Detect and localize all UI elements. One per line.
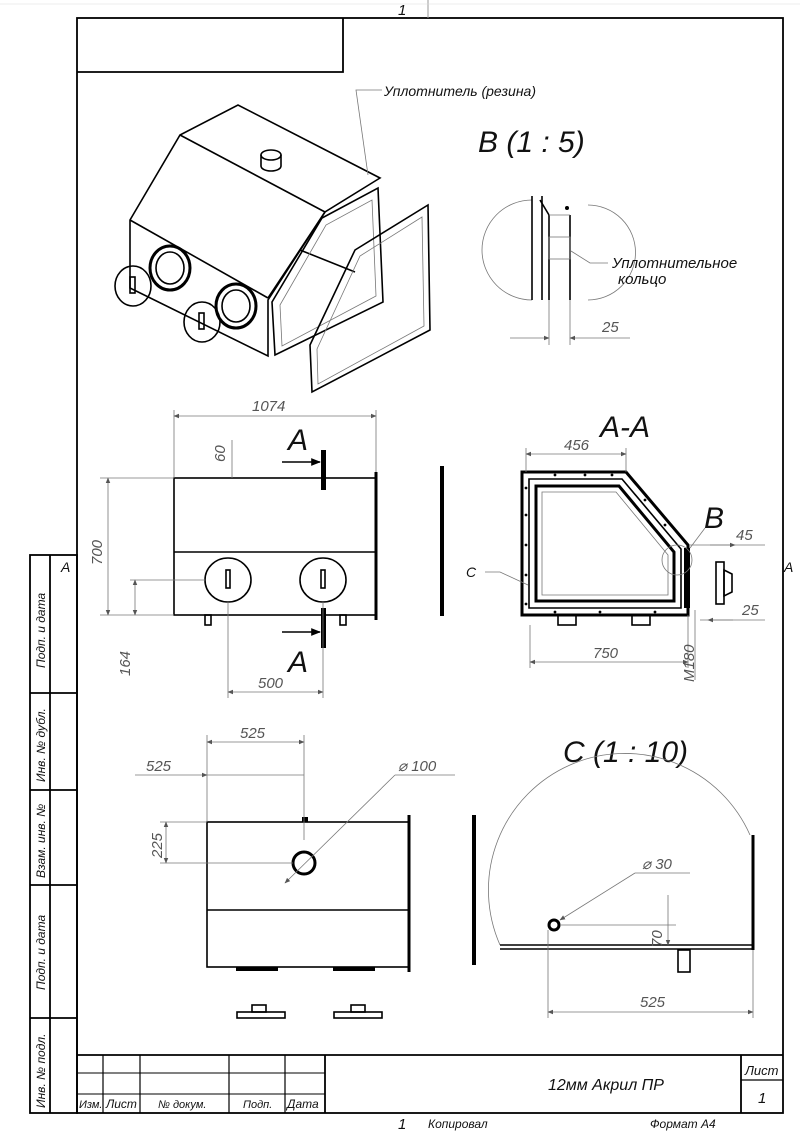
front-dim-700: 700	[89, 539, 106, 565]
section-dim-m180: М180	[681, 644, 698, 682]
tb-title: 12мм Акрил ПР	[548, 1077, 664, 1094]
detail-c-dim-70: 70	[649, 930, 666, 947]
stamp-field-2: Инв. № дубл.	[34, 708, 48, 782]
front-dim-60: 60	[212, 445, 229, 462]
ring-note-line1: Уплотнительное	[611, 255, 737, 272]
tb-sheet-value: 1	[758, 1090, 766, 1107]
front-dim-164: 164	[117, 651, 134, 676]
tb-header-doc: № докум.	[158, 1099, 206, 1111]
top-view: 525 525 225 ⌀ 100	[135, 725, 455, 1019]
seal-note: Уплотнитель (резина)	[383, 83, 536, 99]
sheet-number-top: 1	[398, 2, 406, 19]
section-dim-456: 456	[564, 437, 590, 454]
tb-header-izm: Изм.	[79, 1099, 102, 1111]
front-dim-1074: 1074	[252, 398, 285, 415]
stamp-field-3: Взам. инв. №	[34, 804, 48, 878]
top-dim-525-a: 525	[240, 725, 266, 742]
side-stamp: Подп. и дата Инв. № дубл. Взам. инв. № П…	[29, 554, 78, 1114]
copied-label: Копировал	[428, 1117, 488, 1131]
front-dim-500: 500	[258, 675, 284, 692]
top-dim-225: 225	[149, 832, 166, 859]
detail-b-dim-25: 25	[601, 319, 619, 336]
tb-header-list: Лист	[105, 1097, 137, 1111]
title-block: Изм. Лист № докум. Подп. Дата 12мм Акрил…	[77, 1054, 783, 1132]
tb-header-sign: Подп.	[243, 1099, 272, 1111]
detail-c-dim-525: 525	[640, 994, 666, 1011]
format-label: Формат А4	[650, 1117, 716, 1131]
detail-ref-b: В	[704, 502, 724, 535]
stamp-field-4: Подп. и дата	[34, 915, 48, 990]
stamp-field-1: Подп. и дата	[34, 593, 48, 668]
section-dim-45: 45	[736, 527, 753, 544]
side-plate-1	[440, 466, 444, 616]
section-dim-750: 750	[593, 645, 619, 662]
detail-ref-c: С	[466, 564, 477, 580]
detail-b-title: В (1 : 5)	[478, 126, 585, 159]
detail-b: В (1 : 5) Уплотнительное кольцо 25	[478, 126, 737, 345]
cut-label-bottom: А	[286, 646, 308, 679]
detail-c-dim-dia-30: ⌀ 30	[642, 856, 673, 873]
section-dim-25: 25	[741, 602, 759, 619]
sheet-number-bottom: 1	[398, 1116, 406, 1132]
top-dim-525-b: 525	[146, 758, 172, 775]
detail-c-title: С (1 : 10)	[563, 736, 688, 769]
cut-label-top: А	[286, 424, 308, 457]
ring-note-line2: кольцо	[618, 271, 666, 288]
isometric-view: Уплотнитель (резина)	[114, 83, 536, 394]
detail-c: С (1 : 10) ⌀ 30 70 525	[488, 736, 755, 1018]
top-dim-dia-100: ⌀ 100	[398, 758, 437, 775]
section-aa-title: А-А	[598, 411, 650, 444]
section-aa: А-А В С 456 750	[60, 411, 793, 682]
tb-header-date: Дата	[285, 1097, 319, 1111]
stamp-field-5: Инв. № подл.	[34, 1034, 48, 1108]
edge-mark-left: А	[60, 559, 70, 575]
side-plate-2	[472, 815, 476, 965]
edge-mark-right: А	[783, 559, 793, 575]
tb-sheet-label: Лист	[744, 1063, 779, 1078]
front-view: А А 1074 60 700 164 500	[89, 398, 378, 698]
